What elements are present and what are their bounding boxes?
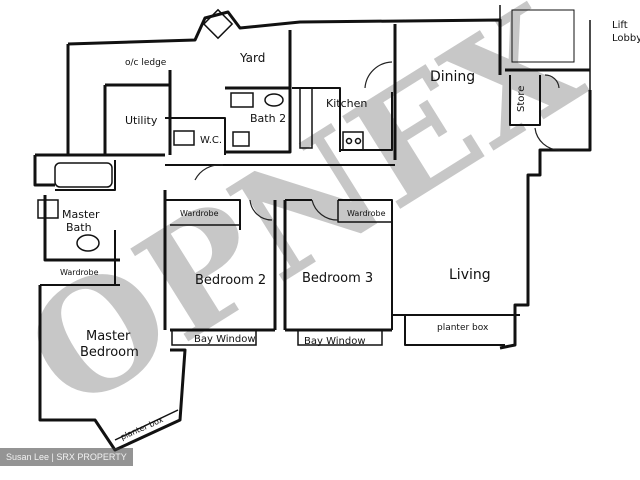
living-label: Living: [449, 267, 491, 283]
bay-window-1-label: Bay Window: [194, 334, 256, 345]
walls: [33, 5, 592, 452]
ledge-post-icon: [202, 8, 234, 40]
utility-label: Utility: [125, 114, 158, 127]
room-labels: Lift Lobby o/c ledge Yard Dining Utility…: [60, 20, 640, 442]
bath2-toilet-icon: [232, 131, 250, 147]
master-bedroom-label-2: Bedroom: [80, 345, 139, 360]
bedroom3-label: Bedroom 3: [302, 271, 373, 286]
bay-windows: [114, 329, 383, 441]
lift-lobby-label-1: Lift: [612, 20, 628, 31]
wardrobe-b3-label: Wardrobe: [347, 209, 386, 218]
oc-ledge-label: o/c ledge: [125, 58, 167, 68]
photo-credit: Susan Lee | SRX PROPERTY: [0, 448, 133, 466]
wc-toilet-icon: [173, 130, 195, 146]
wardrobe-b2-label: Wardrobe: [180, 209, 219, 218]
yard-label: Yard: [239, 51, 265, 65]
bath2-tub-icon: [230, 92, 254, 108]
bath2-basin-icon: [264, 93, 284, 107]
master-bath-label-2: Bath: [66, 221, 92, 234]
lift-shaft-icon: [511, 9, 575, 63]
dining-label: Dining: [430, 69, 475, 85]
kitchen-label: Kitchen: [326, 97, 367, 110]
planter-box-1-label: planter box: [437, 323, 489, 333]
lift-lobby-label-2: Lobby: [612, 33, 640, 44]
master-basin-icon: [76, 234, 100, 252]
wardrobe-master-label: Wardrobe: [60, 268, 99, 277]
bay-window-2-label: Bay Window: [304, 336, 366, 347]
master-bath-label-1: Master: [62, 208, 100, 221]
master-bedroom-label-1: Master: [86, 329, 131, 344]
wc-label: W.C.: [200, 135, 222, 146]
store-label: Store: [516, 86, 527, 112]
door-swings: [194, 61, 561, 221]
bedroom2-label: Bedroom 2: [195, 273, 266, 288]
stove-icon: [342, 131, 364, 151]
kitchen-counter-icon: [299, 87, 313, 149]
bathtub-icon: [54, 162, 113, 188]
bath2-label: Bath 2: [250, 112, 286, 125]
master-toilet-icon: [37, 199, 59, 219]
fixtures: [37, 8, 575, 252]
